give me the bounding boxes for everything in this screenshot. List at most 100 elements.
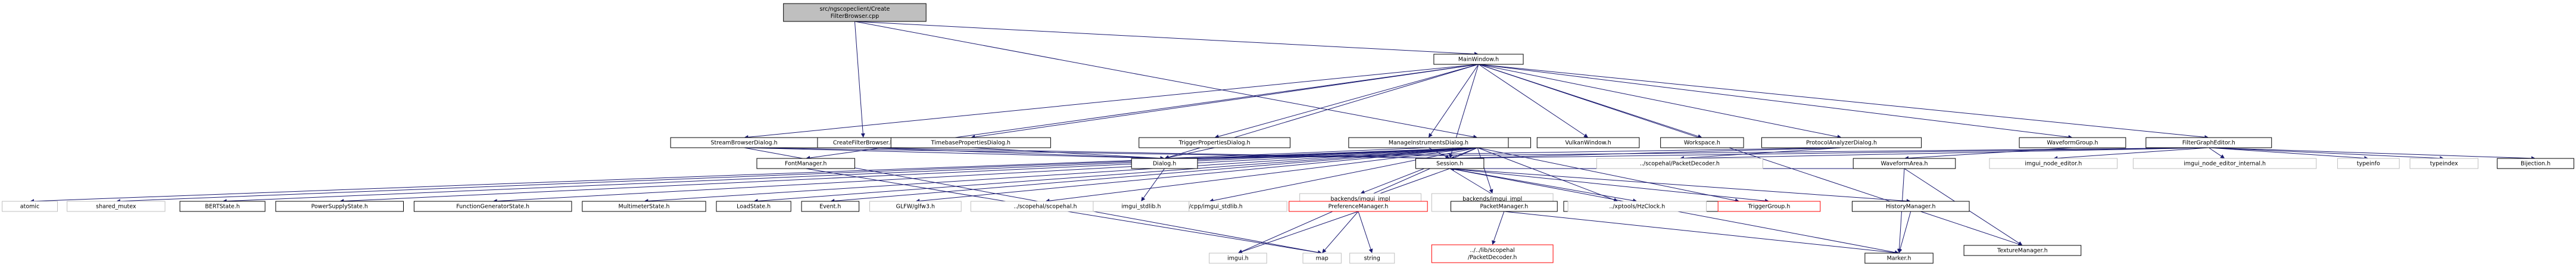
node-label-glfw3: GLFW/glfw3.h bbox=[896, 203, 935, 210]
node-workspace[interactable]: Workspace.h bbox=[1660, 137, 1744, 148]
node-atomic[interactable]: atomic bbox=[2, 201, 58, 212]
node-label-texturemanager: TextureManager.h bbox=[1997, 247, 2048, 254]
node-label-triggergroup: TriggerGroup.h bbox=[1748, 203, 1791, 210]
node-mainwindow[interactable]: MainWindow.h bbox=[1433, 54, 1524, 65]
node-label-imgui_node_editor: imgui_node_editor.h bbox=[2025, 160, 2082, 167]
node-label-historymanager: HistoryManager.h bbox=[1886, 203, 1936, 210]
node-label-session: Session.h bbox=[1436, 160, 1463, 167]
node-label-functiongeneratorstate: FunctionGeneratorState.h bbox=[456, 203, 529, 210]
node-texturemanager[interactable]: TextureManager.h bbox=[1963, 245, 2082, 256]
node-typeindex[interactable]: typeindex bbox=[2409, 158, 2479, 169]
node-label-fontmanager: FontManager.h bbox=[785, 160, 827, 167]
node-triggergroup[interactable]: TriggerGroup.h bbox=[1717, 201, 1821, 212]
edge-layer bbox=[30, 21, 2536, 255]
node-session[interactable]: Session.h bbox=[1415, 158, 1485, 169]
node-fontmanager[interactable]: FontManager.h bbox=[756, 158, 855, 169]
node-bijection[interactable]: Bijection.h bbox=[2497, 158, 2574, 169]
node-label-imgui_stdlib_misc: misc/cpp/imgui_stdlib.h bbox=[1176, 203, 1243, 210]
node-packetmanager[interactable]: PacketManager.h bbox=[1451, 201, 1558, 212]
node-imgui_node_editor_internal[interactable]: imgui_node_editor_internal.h bbox=[2132, 158, 2317, 169]
node-timebaseproperties[interactable]: TimebasePropertiesDialog.h bbox=[890, 137, 1051, 148]
edge-packetmanager-to-marker bbox=[1504, 211, 1900, 255]
node-label-hzclock: ../xptools/HzClock.h bbox=[1609, 203, 1665, 210]
edge-root-to-createfilterbrowser bbox=[854, 21, 865, 138]
node-streambrowserdialog[interactable]: StreamBrowserDialog.h bbox=[670, 137, 818, 148]
node-label-string: string bbox=[1364, 255, 1380, 261]
node-map[interactable]: map bbox=[1302, 253, 1342, 264]
edge-mainwindow-to-protocolanalyzer bbox=[1478, 64, 1842, 139]
edge-preferencemanager-to-string bbox=[1358, 211, 1373, 253]
node-manageinstruments[interactable]: ManageInstrumentsDialog.h bbox=[1348, 137, 1509, 148]
node-powersupplystate[interactable]: PowerSupplyState.h bbox=[275, 201, 404, 212]
edge-mainwindow-to-manageinstruments bbox=[1428, 64, 1479, 138]
node-label-streambrowserdialog: StreamBrowserDialog.h bbox=[710, 139, 777, 146]
node-label-powersupplystate: PowerSupplyState.h bbox=[311, 203, 368, 210]
node-hzclock[interactable]: ../xptools/HzClock.h bbox=[1567, 201, 1707, 212]
node-label-imgui_stdlib: imgui_stdlib.h bbox=[1121, 203, 1161, 210]
node-marker[interactable]: Marker.h bbox=[1864, 253, 1933, 264]
node-dialog[interactable]: Dialog.h bbox=[1131, 158, 1198, 169]
node-label-loadstate: LoadState.h bbox=[737, 203, 771, 210]
edge-createfilterbrowser-to-dialog bbox=[863, 147, 1165, 161]
node-label-timebaseproperties: TimebasePropertiesDialog.h bbox=[931, 139, 1011, 146]
node-label-marker: Marker.h bbox=[1887, 255, 1911, 261]
node-loadstate[interactable]: LoadState.h bbox=[716, 201, 791, 212]
node-waveformgroup[interactable]: WaveformGroup.h bbox=[2019, 137, 2126, 148]
node-label-mainwindow: MainWindow.h bbox=[1458, 56, 1499, 63]
edge-ngscopeclient-to-bertstate bbox=[222, 147, 1478, 204]
node-vulkanwindow[interactable]: VulkanWindow.h bbox=[1536, 137, 1640, 148]
node-lib_packetdecoder[interactable]: ../../lib/scopehal/PacketDecoder.h bbox=[1431, 244, 1554, 263]
node-label-typeinfo: typeinfo bbox=[2357, 160, 2380, 167]
edge-historymanager-to-marker bbox=[1898, 211, 1911, 253]
node-preferencemanager[interactable]: PreferenceManager.h bbox=[1289, 201, 1428, 212]
node-label-imgui: imgui.h bbox=[1227, 255, 1249, 261]
node-multimeterstate[interactable]: MultimeterState.h bbox=[582, 201, 706, 212]
node-label-event: Event.h bbox=[819, 203, 841, 210]
node-label-lib_packetdecoder: ../../lib/scopehal/PacketDecoder.h bbox=[1468, 247, 1517, 261]
node-label-scopehal_packetdecoder: ../scopehal/PacketDecoder.h bbox=[1640, 160, 1720, 167]
node-label-vulkanwindow: VulkanWindow.h bbox=[1565, 139, 1611, 146]
node-label-imgui_node_editor_internal: imgui_node_editor_internal.h bbox=[2184, 160, 2266, 167]
node-imgui_node_editor[interactable]: imgui_node_editor.h bbox=[1989, 158, 2118, 169]
edge-mainwindow-to-waveformgroup bbox=[1478, 64, 2073, 139]
node-bertstate[interactable]: BERTState.h bbox=[179, 201, 266, 212]
node-glfw3[interactable]: GLFW/glfw3.h bbox=[869, 201, 962, 212]
edge-preferencemanager-to-map bbox=[1322, 211, 1359, 253]
node-historymanager[interactable]: HistoryManager.h bbox=[1851, 201, 1970, 212]
node-string[interactable]: string bbox=[1349, 253, 1395, 264]
node-triggerproperties[interactable]: TriggerPropertiesDialog.h bbox=[1139, 137, 1291, 148]
node-shared_mutex[interactable]: shared_mutex bbox=[67, 201, 166, 212]
node-scopehal_packetdecoder[interactable]: ../scopehal/PacketDecoder.h bbox=[1596, 158, 1763, 169]
edge-dialog-to-imgui_stdlib bbox=[1141, 168, 1165, 201]
node-label-workspace: Workspace.h bbox=[1684, 139, 1720, 146]
edge-filtergrapheditor-to-imgui_node_editor_internal bbox=[2208, 147, 2225, 158]
edge-root-to-ngscopeclient bbox=[854, 21, 1478, 139]
edge-mainwindow-to-filtergrapheditor bbox=[1478, 64, 2209, 139]
node-functiongeneratorstate[interactable]: FunctionGeneratorState.h bbox=[413, 201, 572, 212]
edge-packetmanager-to-lib_packetdecoder bbox=[1492, 211, 1505, 245]
node-filtergrapheditor[interactable]: FilterGraphEditor.h bbox=[2145, 137, 2272, 148]
node-imgui[interactable]: imgui.h bbox=[1209, 253, 1267, 264]
edge-mainwindow-to-timebaseproperties bbox=[971, 64, 1479, 139]
node-label-waveformarea: WaveformArea.h bbox=[1880, 160, 1928, 167]
node-label-manageinstruments: ManageInstrumentsDialog.h bbox=[1389, 139, 1468, 146]
node-label-multimeterstate: MultimeterState.h bbox=[619, 203, 670, 210]
node-label-shared_mutex: shared_mutex bbox=[96, 203, 136, 210]
node-label-bijection: Bijection.h bbox=[2521, 160, 2550, 167]
node-label-atomic: atomic bbox=[20, 203, 39, 210]
node-protocolanalyzer[interactable]: ProtocolAnalyzerDialog.h bbox=[1761, 137, 1922, 148]
node-event[interactable]: Event.h bbox=[801, 201, 860, 212]
node-typeinfo[interactable]: typeinfo bbox=[2337, 158, 2400, 169]
edge-preferencemanager-to-imgui bbox=[1237, 211, 1359, 254]
node-label-waveformgroup: WaveformGroup.h bbox=[2047, 139, 2098, 146]
node-label-map: map bbox=[1316, 255, 1328, 261]
node-label-bertstate: BERTState.h bbox=[205, 203, 239, 210]
node-waveformarea[interactable]: WaveformArea.h bbox=[1853, 158, 1956, 169]
node-imgui_stdlib[interactable]: imgui_stdlib.h bbox=[1093, 201, 1190, 212]
edge-mainwindow-to-triggerproperties bbox=[1214, 64, 1479, 139]
node-label-scopehal_h: ../scopehal/scopehal.h bbox=[1013, 203, 1077, 210]
node-label-protocolanalyzer: ProtocolAnalyzerDialog.h bbox=[1806, 139, 1877, 146]
